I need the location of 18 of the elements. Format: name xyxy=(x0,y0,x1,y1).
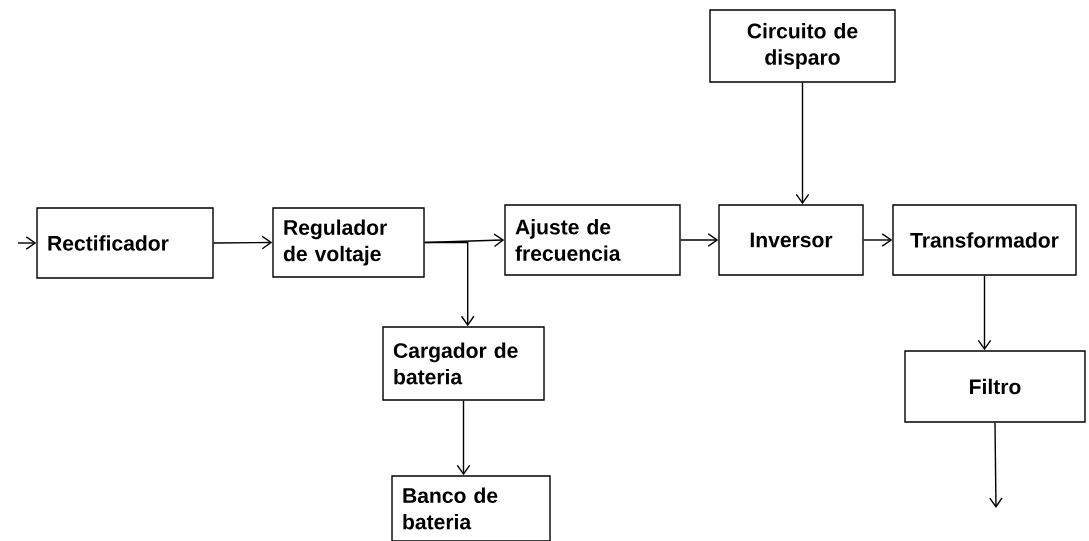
process-box: Inversor xyxy=(718,204,864,276)
arrow xyxy=(989,422,1003,508)
process-box: Rectificador xyxy=(36,207,214,279)
arrow xyxy=(680,233,719,247)
process-box: Ajuste de frecuencia xyxy=(504,204,681,276)
arrow xyxy=(863,233,893,247)
arrow xyxy=(795,82,810,205)
process-box: Banco de bateria xyxy=(391,475,551,541)
arrow xyxy=(456,400,471,476)
process-box: Cargador de bateria xyxy=(382,326,545,401)
process-box: Transformador xyxy=(892,204,1077,276)
arrow xyxy=(977,275,992,351)
process-box: Regulador de voltaje xyxy=(272,207,425,278)
process-box: Filtro xyxy=(904,350,1086,423)
arrow xyxy=(213,235,273,250)
process-box: Circuito de disparo xyxy=(709,9,896,83)
arrow xyxy=(17,236,37,250)
arrow xyxy=(424,241,475,327)
